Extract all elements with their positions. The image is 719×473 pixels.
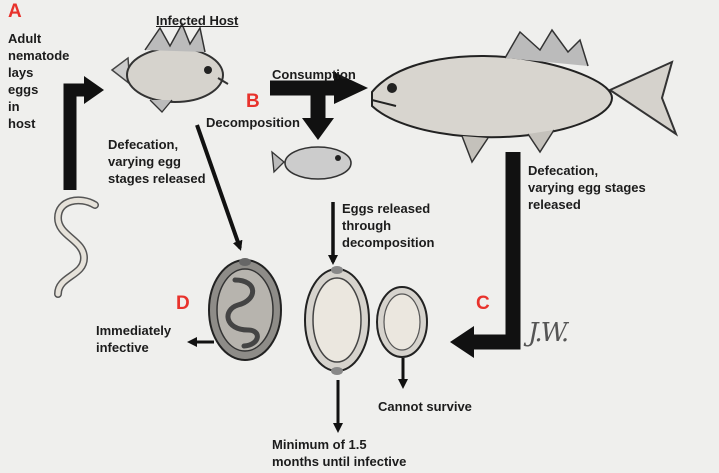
minimum-months-label: Minimum of 1.5 months until infective [272, 436, 406, 470]
label-letter-b: B [246, 92, 260, 112]
artist-signature: J.W. [528, 318, 567, 348]
cannot-survive-label: Cannot survive [378, 398, 472, 415]
defecation-left-label: Defecation, varying egg stages released [108, 136, 206, 187]
immediately-infective-label: Immediately infective [96, 322, 171, 356]
egg-infective [209, 258, 281, 360]
label-letter-c: C [476, 294, 490, 314]
infected-host-title: Infected Host [156, 12, 238, 29]
consumption-label: Consumption [272, 66, 356, 83]
nematode-illustration [58, 200, 95, 294]
adult-nematode-label: Adult nematode lays eggs in host [8, 30, 69, 132]
egg-developing [305, 266, 369, 375]
label-letter-d: D [176, 294, 190, 314]
predator-fish [372, 30, 676, 162]
egg-nonviable [377, 287, 427, 357]
decomposing-fish [272, 147, 351, 179]
eggs-released-label: Eggs released through decomposition [342, 200, 434, 251]
infected-host-fish [112, 24, 228, 112]
label-letter-a: A [8, 2, 22, 22]
decomposition-label: Decomposition [206, 114, 300, 131]
defecation-right-label: Defecation, varying egg stages released [528, 162, 646, 213]
